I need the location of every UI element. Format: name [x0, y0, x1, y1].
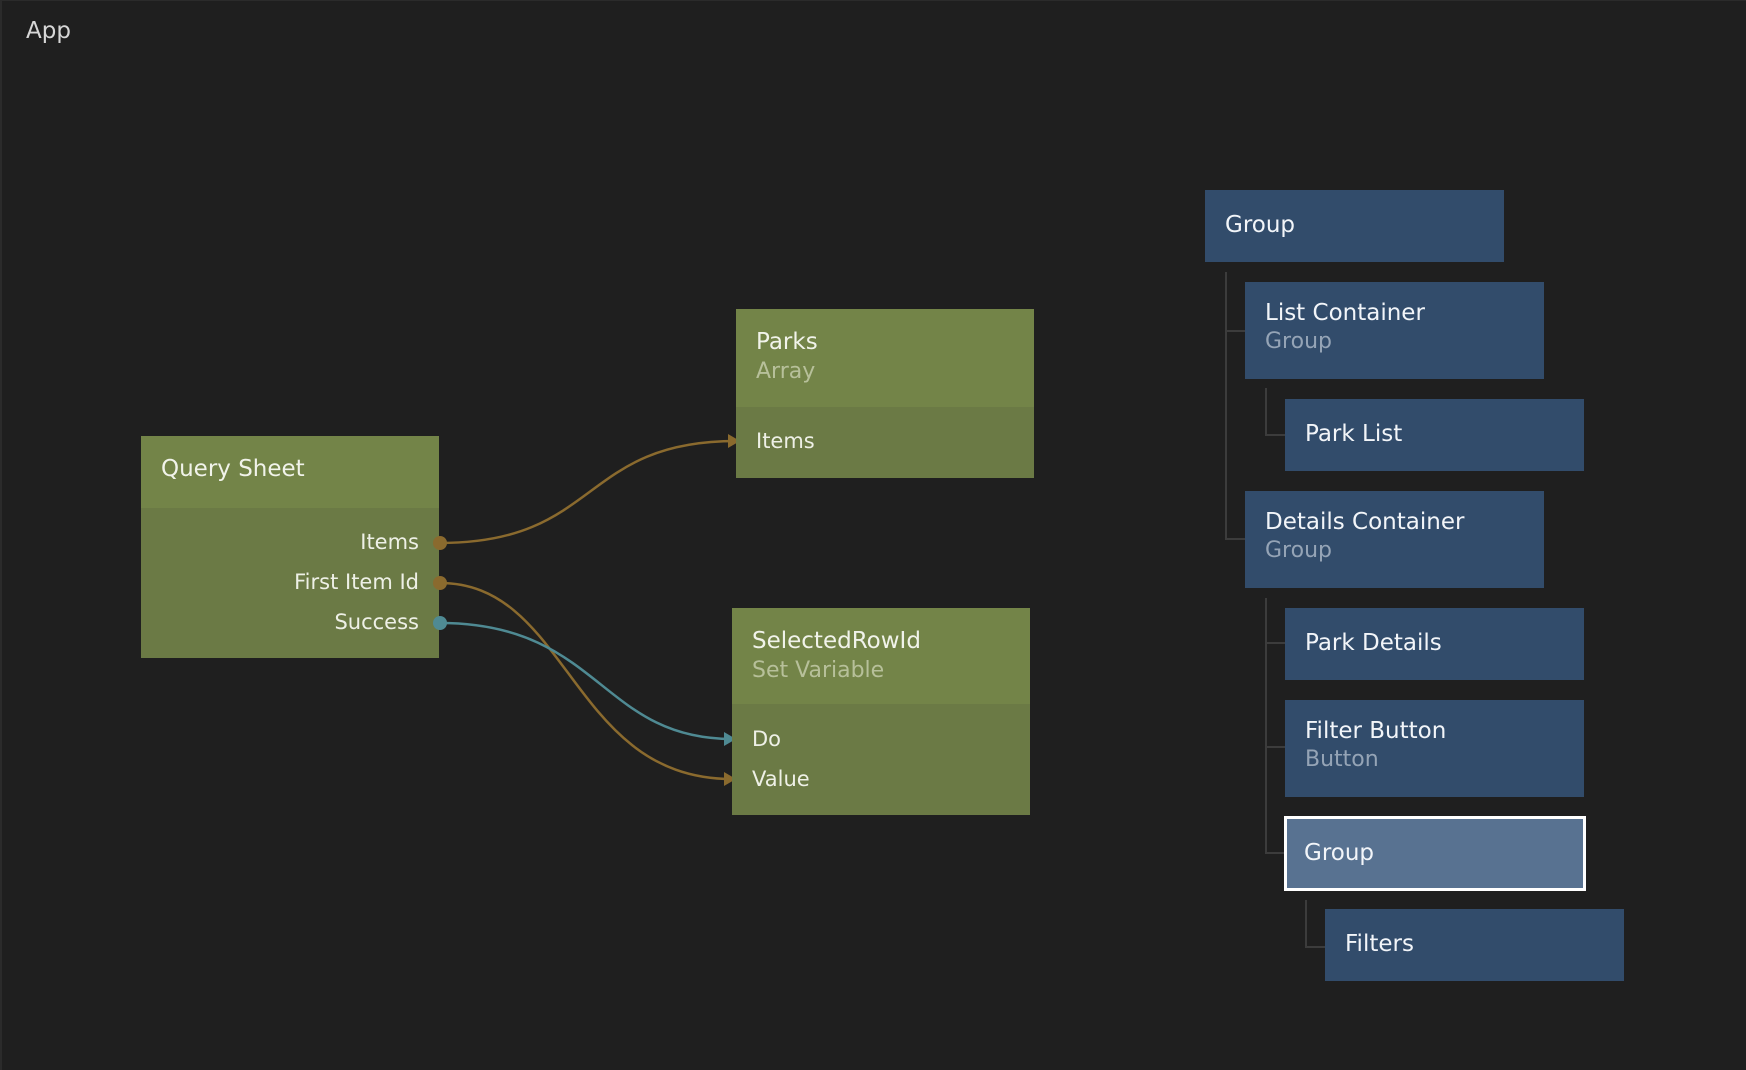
node-title: Query Sheet [161, 456, 305, 482]
output-port-first-item-id-dot[interactable] [433, 576, 447, 590]
tree-connector-line [1265, 644, 1285, 748]
tree-connector-line [1225, 300, 1245, 540]
tree-node-park-details[interactable]: Park Details [1285, 608, 1584, 680]
node-parks[interactable]: Parks Array Items [736, 309, 1034, 478]
tree-node-title: Details Container [1265, 509, 1465, 535]
tree-node-type: Button [1305, 747, 1379, 772]
tree-node-title: List Container [1265, 300, 1425, 326]
tree-connector-line [1265, 388, 1285, 436]
input-port-value-label: Value [752, 767, 810, 791]
output-port-success-dot[interactable] [433, 616, 447, 630]
tree-node-group-selected[interactable]: Group [1284, 816, 1586, 891]
tree-connector-line [1265, 598, 1285, 644]
tree-node-type: Group [1265, 329, 1332, 354]
input-port-items-label: Items [756, 429, 815, 453]
canvas-left-edge [0, 0, 2, 1070]
tree-node-details-container[interactable]: Details Container Group [1245, 491, 1544, 588]
tree-node-title: Park Details [1305, 630, 1442, 656]
tree-node-title: Group [1225, 212, 1296, 238]
wire-success-to-do[interactable] [439, 621, 733, 741]
node-query-sheet-header: Query Sheet [141, 436, 439, 508]
output-port-items-dot[interactable] [433, 536, 447, 550]
tree-node-list-container[interactable]: List Container Group [1245, 282, 1544, 379]
tree-node-title: Group [1304, 840, 1375, 866]
wire-items-to-parks-items[interactable] [439, 439, 737, 545]
output-port-success-label: Success [334, 610, 419, 634]
node-parks-header: Parks Array [736, 309, 1034, 407]
node-selected-row-id-header: SelectedRowId Set Variable [732, 608, 1030, 704]
tree-node-group-root[interactable]: Group [1205, 190, 1504, 262]
node-title: SelectedRowId [752, 628, 921, 654]
tree-node-filter-button[interactable]: Filter Button Button [1285, 700, 1584, 797]
canvas-top-edge [0, 0, 1746, 1]
tree-node-type: Group [1265, 538, 1332, 563]
node-type: Set Variable [752, 658, 885, 683]
tree-node-title: Filter Button [1305, 718, 1447, 744]
wire-first-item-id-to-value[interactable] [439, 581, 733, 781]
tree-node-title: Park List [1305, 421, 1403, 447]
output-port-items-label: Items [360, 530, 419, 554]
tree-node-filters[interactable]: Filters [1325, 909, 1624, 981]
output-port-first-item-id-label: First Item Id [294, 570, 419, 594]
node-selected-row-id[interactable]: SelectedRowId Set Variable Do Value [732, 608, 1030, 815]
tree-node-title: Filters [1345, 931, 1414, 957]
node-type: Array [756, 359, 816, 384]
input-port-do-label: Do [752, 727, 782, 751]
tree-node-park-list[interactable]: Park List [1285, 399, 1584, 471]
tree-connector-line [1305, 900, 1325, 948]
tree-connector-line [1265, 748, 1285, 854]
component-title: App [26, 18, 71, 44]
node-query-sheet[interactable]: Query Sheet Items First Item Id Success [141, 436, 439, 658]
node-title: Parks [756, 329, 818, 355]
